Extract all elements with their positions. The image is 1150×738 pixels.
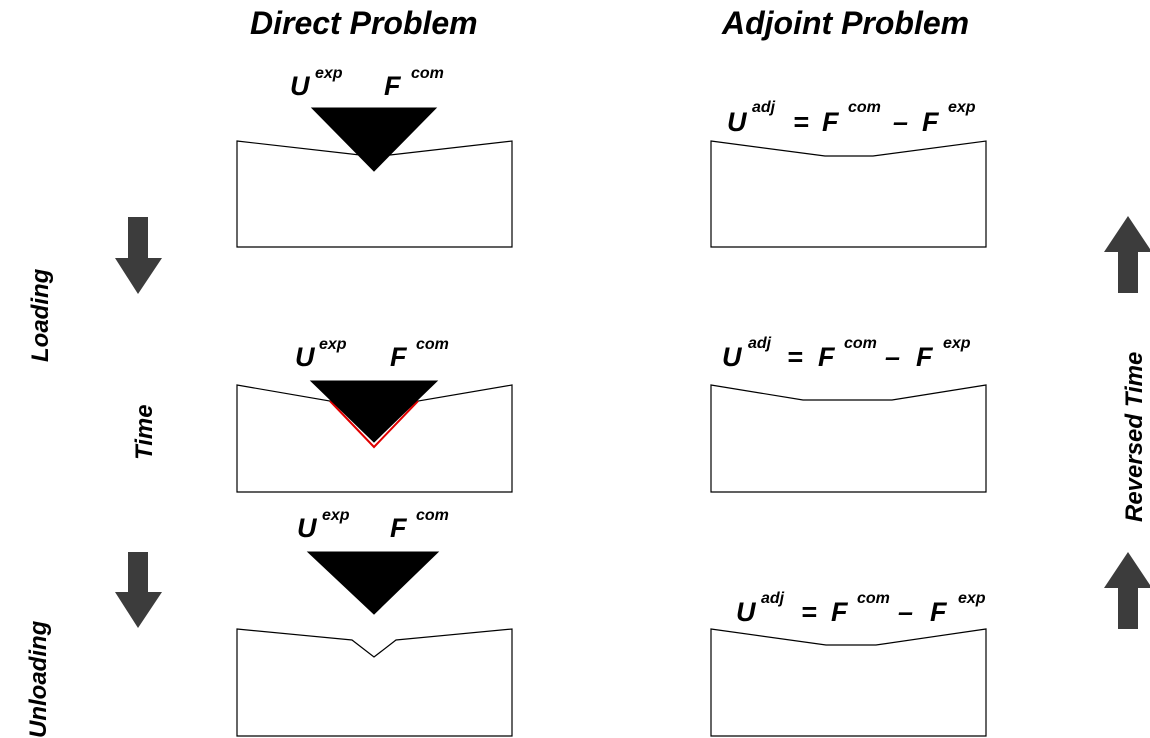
time-label: Time — [131, 404, 158, 460]
indenter-tip — [306, 551, 440, 615]
u-exp-symbol: U — [297, 513, 318, 543]
arrow-down-icon — [115, 552, 162, 628]
f-exp-superscript: exp — [958, 590, 986, 607]
f-exp-superscript: exp — [948, 99, 976, 116]
minus-sign: – — [885, 342, 900, 372]
f-exp-superscript: exp — [943, 335, 971, 352]
f-com-symbol: F — [390, 342, 408, 372]
minus-sign: – — [898, 597, 913, 627]
u-adj-superscript: adj — [752, 99, 776, 116]
f-com-superscript: com — [857, 590, 890, 607]
reversed-time-label: Reversed Time — [1121, 352, 1148, 522]
direct-stage-3: U exp F com — [236, 507, 513, 737]
u-adj-symbol: U — [727, 107, 748, 137]
arrow-down-icon — [115, 217, 162, 294]
contact-line — [329, 400, 419, 449]
equals-sign: = — [787, 342, 803, 372]
f-com-superscript: com — [416, 507, 449, 524]
adjoint-problem-header: Adjoint Problem — [721, 5, 969, 41]
f-exp-symbol: F — [930, 597, 948, 627]
u-exp-symbol: U — [295, 342, 316, 372]
f-exp-symbol: F — [922, 107, 940, 137]
f-com-symbol: F — [822, 107, 840, 137]
unloading-label: Unloading — [25, 620, 52, 738]
arrow-up-icon — [1104, 216, 1150, 293]
f-com-superscript: com — [848, 99, 881, 116]
u-adj-superscript: adj — [748, 335, 772, 352]
f-com-symbol: F — [831, 597, 849, 627]
u-adj-symbol: U — [722, 342, 743, 372]
specimen-block — [236, 628, 513, 737]
u-adj-superscript: adj — [761, 590, 785, 607]
direct-problem-header: Direct Problem — [250, 5, 478, 41]
specimen-block — [710, 384, 987, 493]
u-exp-superscript: exp — [322, 507, 350, 524]
adjoint-stage-1: U adj = F com – F exp — [710, 99, 987, 248]
f-exp-symbol: F — [916, 342, 934, 372]
equals-sign: = — [793, 107, 809, 137]
minus-sign: – — [893, 107, 908, 137]
f-com-symbol: F — [384, 71, 402, 101]
direct-stage-2: U exp F com — [236, 336, 513, 493]
u-exp-superscript: exp — [319, 336, 347, 353]
loading-label: Loading — [27, 268, 54, 362]
u-exp-superscript: exp — [315, 65, 343, 82]
arrow-up-icon — [1104, 552, 1150, 629]
adjoint-stage-2: U adj = F com – F exp — [710, 335, 987, 493]
direct-stage-1: U exp F com — [236, 65, 513, 248]
f-com-symbol: F — [390, 513, 408, 543]
f-com-superscript: com — [416, 336, 449, 353]
u-adj-symbol: U — [736, 597, 757, 627]
indenter-tip — [309, 380, 439, 443]
f-com-superscript: com — [844, 335, 877, 352]
adjoint-stage-3: U adj = F com – F exp — [710, 590, 987, 737]
indenter-tip — [310, 107, 438, 172]
equals-sign: = — [801, 597, 817, 627]
f-com-symbol: F — [818, 342, 836, 372]
specimen-block — [710, 628, 987, 737]
u-exp-symbol: U — [290, 71, 311, 101]
f-com-superscript: com — [411, 65, 444, 82]
specimen-block — [710, 140, 987, 248]
